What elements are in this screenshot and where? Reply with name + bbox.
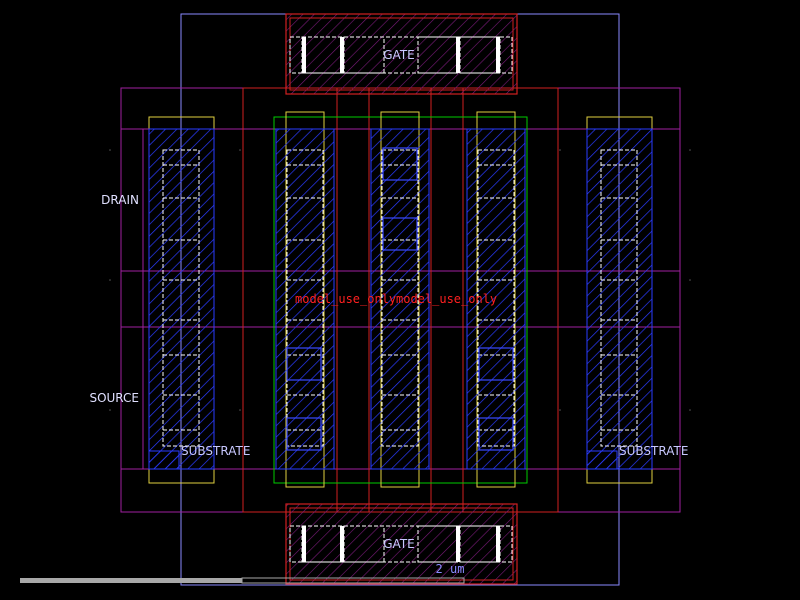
- grid-dots: [109, 149, 691, 411]
- via-blocks: [286, 147, 514, 451]
- model-marker-1: model_use_only: [295, 292, 396, 306]
- metal-stripes: [148, 128, 653, 470]
- source-label: SOURCE: [89, 391, 139, 405]
- gate-label-top: GATE: [383, 48, 415, 62]
- drain-label: DRAIN: [101, 193, 139, 207]
- gate-pad-bottom[interactable]: [285, 503, 518, 585]
- substrate-label-right: SUBSTRATE: [619, 444, 688, 458]
- scale-bar: 2 um: [20, 562, 465, 584]
- gate-pad-top[interactable]: [285, 13, 518, 95]
- scale-bar-label: 2 um: [436, 562, 465, 576]
- gate-label-bottom: GATE: [383, 537, 415, 551]
- contact-arrays: [162, 149, 638, 447]
- model-marker-2: model_use_only: [396, 292, 497, 306]
- substrate-label-left: SUBSTRATE: [181, 444, 250, 458]
- active-diffusion: [273, 116, 528, 484]
